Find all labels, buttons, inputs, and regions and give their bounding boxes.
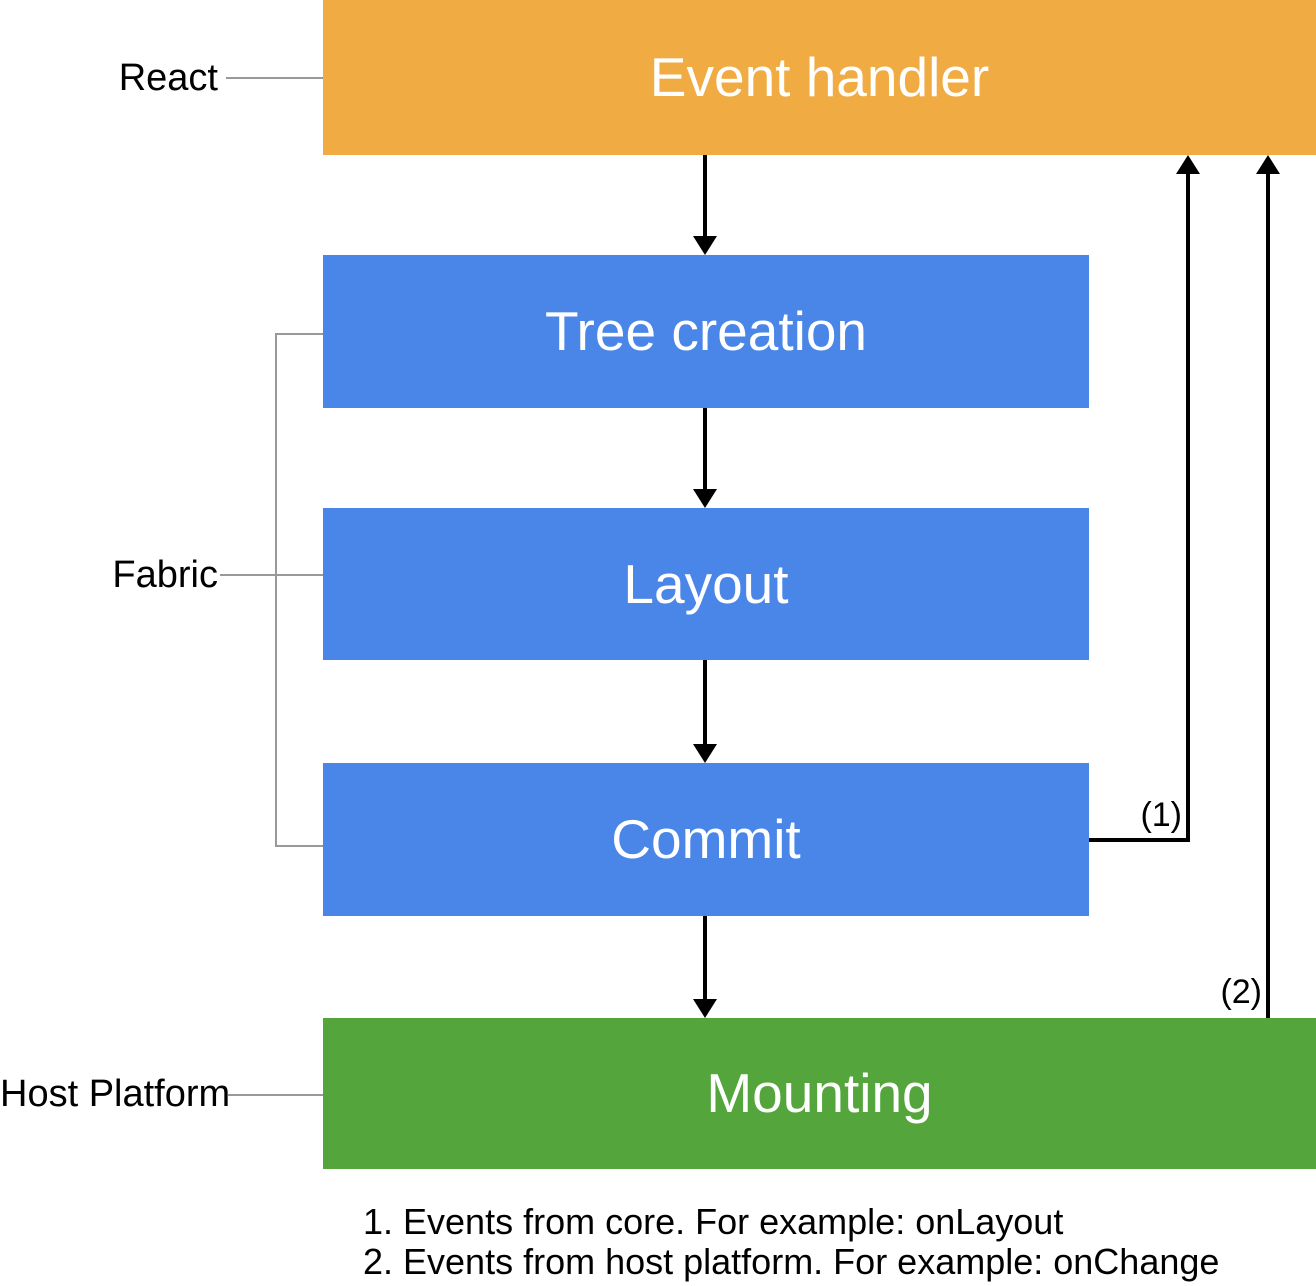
arrow-feedback1-head-icon: [1176, 155, 1200, 174]
node-event-handler-label: Event handler: [649, 46, 990, 108]
node-mounting: Mounting: [323, 1018, 1316, 1169]
fabric-bracket-top-line: [275, 333, 323, 335]
footnote-events-from-host-platform: 2. Events from host platform. For exampl…: [363, 1241, 1220, 1282]
fabric-bracket-bottom-line: [275, 845, 323, 847]
node-commit-label: Commit: [611, 808, 801, 870]
node-event-handler: Event handler: [323, 0, 1316, 155]
node-layout-label: Layout: [623, 552, 789, 615]
arrow-feedback1-label: (1): [1140, 796, 1182, 834]
layer-label-react: React: [118, 57, 218, 99]
fabric-bracket-vertical-line: [275, 333, 277, 847]
arrow-commit-to-mounting-line: [703, 916, 707, 1002]
arrow-feedback1-horizontal-line: [1089, 838, 1188, 842]
react-connector-line: [226, 77, 323, 79]
arrow-layout-to-commit-line: [703, 660, 707, 746]
arrow-feedback2-vertical-line: [1266, 170, 1270, 1018]
node-layout: Layout: [323, 508, 1089, 660]
arrow-event-to-tree-line: [703, 155, 707, 239]
node-mounting-label: Mounting: [706, 1062, 933, 1124]
arrow-feedback2-label: (2): [1220, 973, 1262, 1011]
arrow-commit-to-mounting-head-icon: [693, 999, 717, 1018]
arrow-tree-to-layout-head-icon: [693, 489, 717, 508]
arrow-event-to-tree-head-icon: [693, 236, 717, 255]
arrow-layout-to-commit-head-icon: [693, 744, 717, 763]
arrow-feedback1-vertical-line: [1186, 170, 1190, 842]
arrow-tree-to-layout-line: [703, 408, 707, 492]
node-tree-creation-label: Tree creation: [545, 300, 867, 362]
node-tree-creation: Tree creation: [323, 255, 1089, 408]
layer-label-fabric: Fabric: [112, 554, 218, 596]
layer-label-host-platform: Host Platform: [0, 1073, 231, 1115]
node-commit: Commit: [323, 763, 1089, 916]
arrow-feedback2-head-icon: [1256, 155, 1280, 174]
host-platform-connector-line: [228, 1094, 323, 1096]
fabric-connector-line: [220, 574, 323, 576]
footnote-events-from-core: 1. Events from core. For example: onLayo…: [363, 1201, 1064, 1242]
